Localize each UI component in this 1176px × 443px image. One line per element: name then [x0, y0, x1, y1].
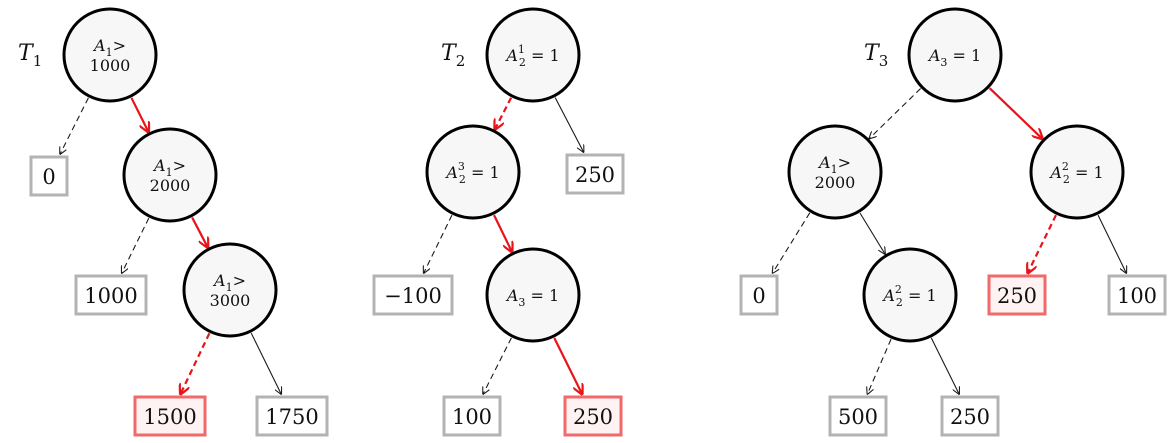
node-label: A3 = 1	[505, 286, 559, 309]
tree-node-t1n1: A1>1000	[62, 7, 158, 103]
leaf-t2l2: −100	[372, 274, 454, 316]
node-label: A1>	[817, 153, 851, 176]
tree-node-t2n3: A3 = 1	[485, 247, 581, 343]
edge-t1n1-t1n2	[130, 97, 148, 132]
edge-t1n3-t1l4	[250, 332, 281, 394]
node-label: A3 = 1	[927, 46, 981, 69]
edge-t2n2-t2n3	[493, 214, 512, 252]
leaf-box	[1107, 274, 1167, 316]
leaf-value: 500	[838, 405, 878, 429]
edge-t3n3-t3l4	[1028, 214, 1057, 273]
edge-t3n4-t3l3	[930, 337, 959, 394]
node-label: A1>	[152, 156, 186, 179]
leaf-t1l1: 0	[29, 155, 69, 197]
edge-t1n1-t1l1	[60, 97, 89, 154]
edge-t3n1-t3n2	[869, 88, 922, 139]
node-circle	[907, 7, 1003, 103]
node-label: A1>	[92, 36, 126, 59]
leaf-value: 1750	[265, 405, 318, 429]
edge-t3n4-t3l2	[867, 338, 892, 394]
leaf-box	[255, 395, 329, 437]
leaf-box-highlighted	[563, 395, 623, 437]
edge-t3n1-t3n3	[988, 87, 1043, 139]
leaf-value: 250	[950, 405, 990, 429]
leaf-t3l3: 250	[940, 395, 1000, 437]
edge-t3n2-t3l1	[773, 212, 811, 273]
node-circle	[787, 124, 883, 220]
edge-t2n3-t2l4	[553, 337, 582, 394]
leaf-value: 250	[997, 284, 1037, 308]
edge-t2n2-t2l2	[424, 214, 453, 273]
leaf-t1l3: 1500	[133, 395, 207, 437]
node-circle	[62, 7, 158, 103]
leaf-value: 250	[573, 405, 613, 429]
leaf-t2l1: 250	[565, 153, 625, 195]
node-circle	[122, 127, 218, 223]
leaf-box	[442, 395, 502, 437]
edge-t3n3-t3l5	[1097, 214, 1126, 273]
leaf-box	[372, 274, 454, 316]
leaf-value: 1000	[84, 284, 137, 308]
edge-t2n1-t2n2	[495, 97, 513, 130]
node-label: 1000	[90, 56, 131, 75]
tree-node-t1n3: A1>3000	[182, 242, 278, 338]
node-label: 2000	[815, 173, 856, 192]
leaf-t1l2: 1000	[74, 274, 148, 316]
leaf-t1l4: 1750	[255, 395, 329, 437]
node-label: 2000	[150, 176, 191, 195]
tree-node-t3n2: A1>2000	[787, 124, 883, 220]
node-circle	[182, 242, 278, 338]
node-circle	[1029, 124, 1125, 220]
node-circle	[485, 247, 581, 343]
edge-t2n3-t2l3	[483, 337, 512, 394]
node-label: A1>	[212, 271, 246, 294]
leaf-value: 0	[752, 284, 765, 308]
edge-t3n2-t3n4	[859, 212, 885, 254]
leaf-box	[828, 395, 888, 437]
edge-t1n2-t1n3	[191, 217, 208, 248]
node-circle	[425, 124, 521, 220]
leaf-t2l4: 250	[563, 395, 623, 437]
tree-node-t1n2: A1>2000	[122, 127, 218, 223]
tree-label-1: T1	[18, 41, 42, 70]
leaf-t2l3: 100	[442, 395, 502, 437]
node-circle	[862, 247, 958, 343]
leaf-t3l1: 0	[739, 274, 779, 316]
leaf-value: 100	[452, 405, 492, 429]
leaf-value: 250	[575, 163, 615, 187]
leaf-value: −100	[384, 284, 442, 308]
leaf-box	[29, 155, 69, 197]
tree-label-3: T3	[864, 41, 888, 70]
leaf-value: 1500	[143, 405, 196, 429]
leaf-box-highlighted	[987, 274, 1047, 316]
leaf-box	[940, 395, 1000, 437]
leaf-value: 0	[42, 165, 55, 189]
leaf-value: 100	[1117, 284, 1157, 308]
edge-t1n3-t1l3	[180, 332, 211, 394]
leaf-box	[739, 274, 779, 316]
leaf-box	[565, 153, 625, 195]
tree-label-2: T2	[441, 41, 465, 70]
leaf-t3l4: 250	[987, 274, 1047, 316]
edge-t2n1-t2l1	[554, 97, 583, 152]
leaf-box-highlighted	[133, 395, 207, 437]
leaf-t3l5: 100	[1107, 274, 1167, 316]
leaf-t3l2: 500	[828, 395, 888, 437]
node-circle	[485, 7, 581, 103]
node-label: 3000	[210, 291, 251, 310]
edge-t1n2-t1l2	[122, 217, 150, 273]
tree-node-t3n1: A3 = 1	[907, 7, 1003, 103]
leaf-box	[74, 274, 148, 316]
